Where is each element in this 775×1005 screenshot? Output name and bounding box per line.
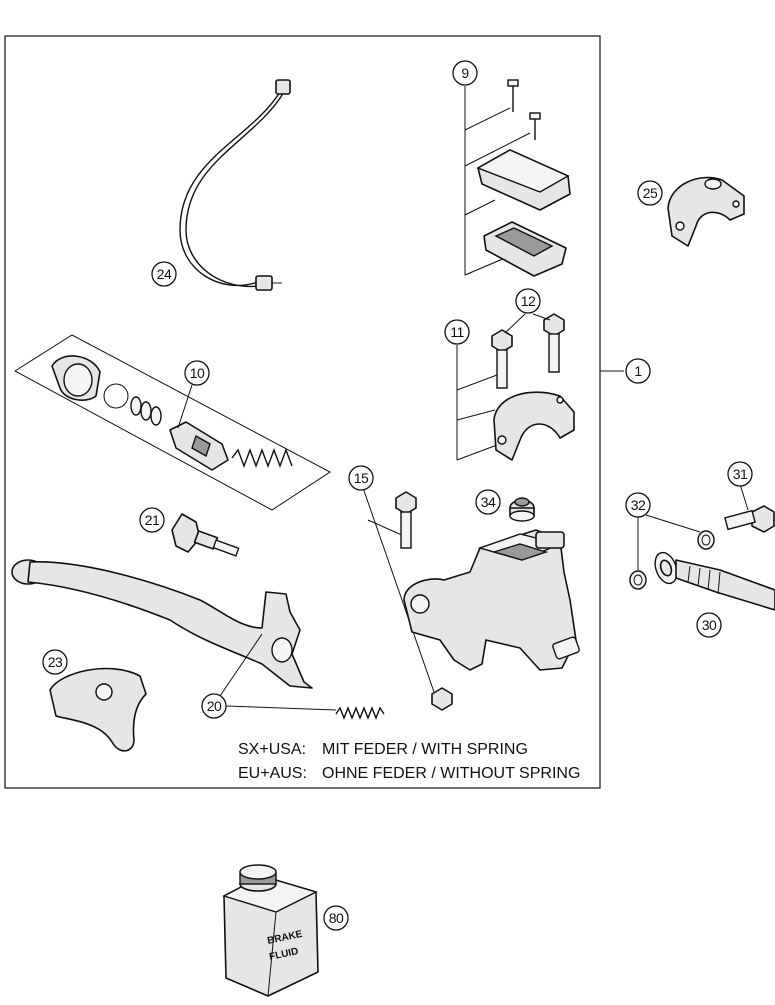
lever-spring xyxy=(335,706,385,720)
note-line1-prefix: SX+USA: xyxy=(238,741,306,758)
callout-21: 21 xyxy=(139,507,165,533)
part-10-piston-kit xyxy=(14,334,331,511)
callout-31: 31 xyxy=(727,461,753,487)
callout-9-label: 9 xyxy=(461,65,469,81)
callout-32-label: 32 xyxy=(631,497,646,513)
callout-11: 11 xyxy=(444,319,470,345)
leader-12b xyxy=(532,313,551,321)
callout-80-label: 80 xyxy=(329,910,344,926)
part-80-brake-fluid-can: BRAKE FLUID xyxy=(222,864,319,997)
part-30-brake-line xyxy=(654,551,775,611)
callout-9: 9 xyxy=(452,60,478,86)
callout-30-label: 30 xyxy=(702,617,717,633)
callout-12: 12 xyxy=(515,288,541,314)
callout-23: 23 xyxy=(42,649,68,675)
callout-34: 34 xyxy=(475,489,501,515)
note-line1-text: MIT FEDER / WITH SPRING xyxy=(322,741,528,758)
leader-10 xyxy=(177,384,193,429)
callout-23-label: 23 xyxy=(48,654,63,670)
part-11-clamp-assembly xyxy=(456,313,575,461)
callout-15: 15 xyxy=(348,465,374,491)
note-line2-text: OHNE FEDER / WITHOUT SPRING xyxy=(322,765,580,782)
part-32-copper-washers xyxy=(629,514,715,590)
callout-30: 30 xyxy=(696,612,722,638)
part-25-clamp xyxy=(667,176,745,247)
part-20-lever xyxy=(11,559,313,689)
part-31-banjo-bolt xyxy=(724,483,775,533)
spring-note: SX+USA: MIT FEDER / WITH SPRING EU+AUS: … xyxy=(238,741,580,782)
callout-32: 32 xyxy=(625,492,651,518)
part-21-adjuster xyxy=(171,513,240,557)
part-24-sensor-cable xyxy=(179,79,291,291)
callout-1-label: 1 xyxy=(634,363,642,379)
part-15-pivot-bolt xyxy=(361,484,453,711)
callout-80: 80 xyxy=(323,905,349,931)
callout-10: 10 xyxy=(184,360,210,386)
callout-25: 25 xyxy=(637,180,663,206)
part-9-reservoir-cover xyxy=(464,79,571,277)
callout-24-label: 24 xyxy=(157,266,172,282)
callout-12-label: 12 xyxy=(521,293,536,309)
callout-24: 24 xyxy=(151,261,177,287)
callout-10-label: 10 xyxy=(190,365,205,381)
callout-15-label: 15 xyxy=(354,470,369,486)
master-cylinder-body xyxy=(403,529,580,671)
callout-31-label: 31 xyxy=(733,466,748,482)
part-23-lever-guard xyxy=(49,667,147,752)
callout-34-label: 34 xyxy=(481,494,496,510)
callout-20: 20 xyxy=(201,693,227,719)
leader-20 xyxy=(219,633,263,697)
part-34-reservoir-cap xyxy=(509,497,535,522)
callout-21-label: 21 xyxy=(145,512,160,528)
callout-20-label: 20 xyxy=(207,698,222,714)
leader-12a xyxy=(504,313,526,334)
callout-1: 1 xyxy=(625,358,651,384)
leader-20-spring xyxy=(225,705,337,711)
note-line2-prefix: EU+AUS: xyxy=(238,765,307,782)
callout-11-label: 11 xyxy=(450,324,464,340)
assembly-frame xyxy=(4,35,601,789)
callout-25-label: 25 xyxy=(643,185,658,201)
